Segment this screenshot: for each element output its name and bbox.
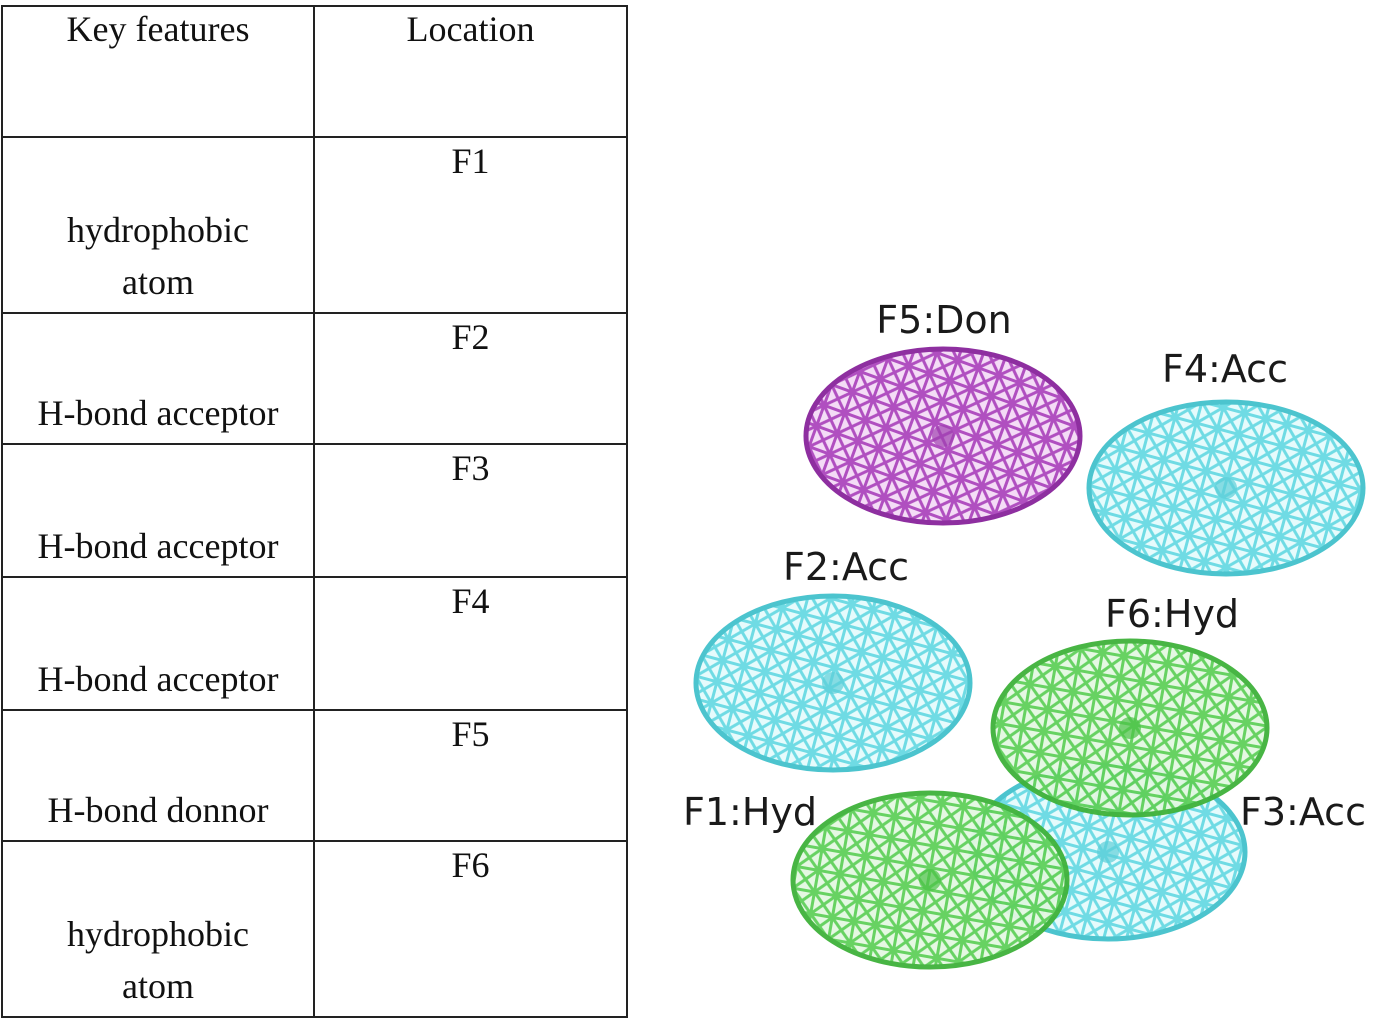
- table-row: H-bond acceptor F4: [1, 576, 628, 711]
- feature-cell: H-bond donnor: [1, 709, 315, 842]
- feature-text: H-bond acceptor: [37, 659, 279, 699]
- sphere-f5-donor: [803, 346, 1083, 526]
- sphere-f6-hydrophobic: [990, 638, 1270, 818]
- location-cell: F6: [313, 840, 628, 1018]
- feature-cell: hydrophobic atom: [1, 136, 315, 314]
- feature-cell: hydrophobic atom: [1, 840, 315, 1018]
- location-text: F4: [451, 581, 490, 621]
- feature-text: H-bond donnor: [47, 790, 269, 830]
- location-cell: F2: [313, 312, 628, 445]
- location-text: F3: [451, 448, 490, 488]
- feature-text: H-bond acceptor: [37, 393, 279, 433]
- sphere-f2-acceptor: [693, 593, 973, 773]
- label-f6: F6:Hyd: [1105, 592, 1239, 636]
- table-row: H-bond donnor F5: [1, 709, 628, 842]
- label-f1: F1:Hyd: [683, 790, 817, 834]
- table-row: H-bond acceptor F2: [1, 312, 628, 445]
- label-f5: F5:Don: [876, 298, 1011, 342]
- features-table: Key features Location hydrophobic atom F…: [1, 5, 628, 1018]
- label-f3: F3:Acc: [1240, 790, 1366, 834]
- label-f4: F4:Acc: [1162, 347, 1288, 391]
- header-key-features: Key features: [1, 5, 315, 138]
- location-cell: F3: [313, 443, 628, 578]
- location-cell: F5: [313, 709, 628, 842]
- table-row: hydrophobic atom F1: [1, 136, 628, 314]
- location-text: F5: [451, 714, 490, 754]
- label-f2: F2:Acc: [783, 545, 909, 589]
- table-header-row: Key features Location: [1, 5, 628, 138]
- header-location: Location: [313, 5, 628, 138]
- location-cell: F4: [313, 576, 628, 711]
- feature-text: hydrophobic atom: [67, 914, 249, 1006]
- location-cell: F1: [313, 136, 628, 314]
- sphere-f4-acceptor: [1086, 399, 1366, 577]
- feature-text: H-bond acceptor: [37, 526, 279, 566]
- sphere-f1-hydrophobic: [790, 790, 1070, 970]
- location-text: F1: [451, 141, 490, 181]
- table-row: H-bond acceptor F3: [1, 443, 628, 578]
- feature-text: hydrophobic atom: [67, 210, 249, 302]
- location-text: F6: [451, 845, 490, 885]
- location-text: F2: [451, 317, 490, 357]
- feature-cell: H-bond acceptor: [1, 312, 315, 445]
- table-row: hydrophobic atom F6: [1, 840, 628, 1018]
- feature-cell: H-bond acceptor: [1, 443, 315, 578]
- pharmacophore-model: F5:Don F4:Acc F2:Acc F6:Hyd F3:Acc F1:Hy…: [683, 298, 1366, 970]
- feature-cell: H-bond acceptor: [1, 576, 315, 711]
